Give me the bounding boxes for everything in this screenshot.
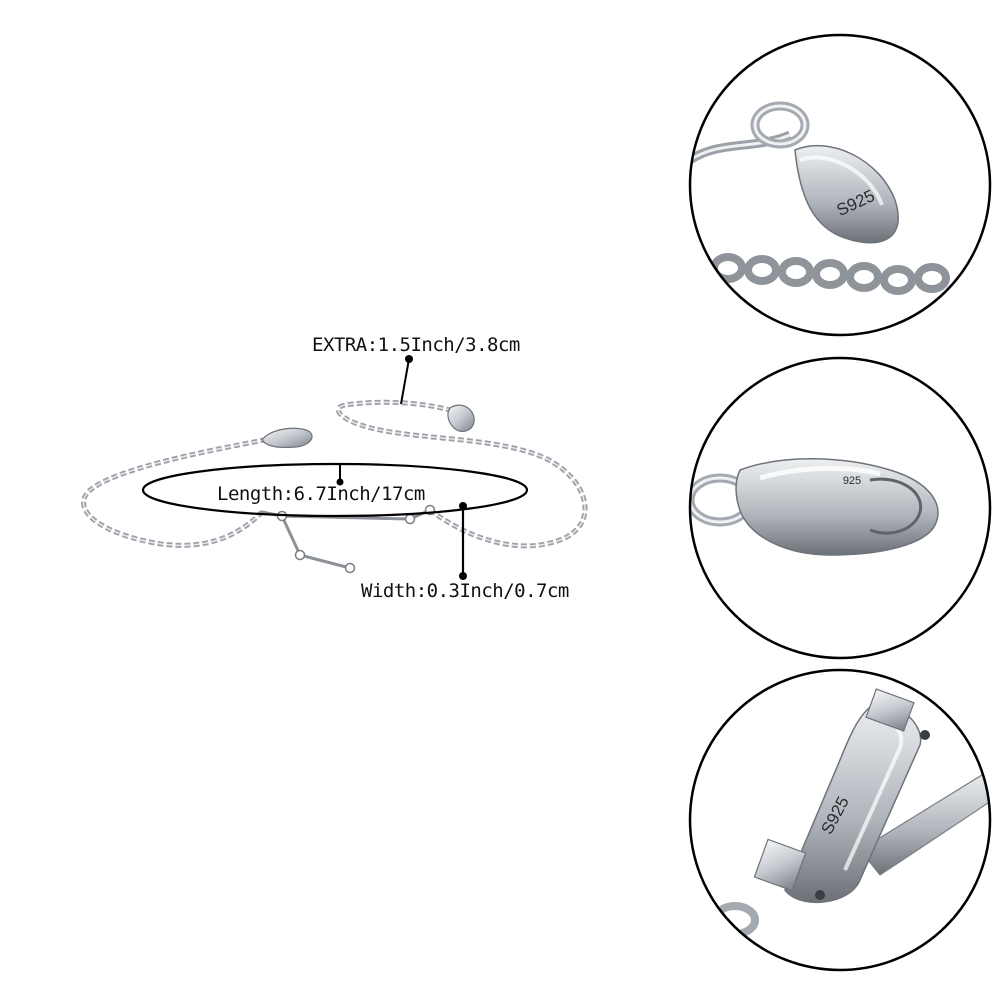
dimension-annotations bbox=[141, 355, 529, 580]
bracelet-clasp bbox=[261, 427, 313, 449]
detail-circle-tag: S925 bbox=[688, 33, 992, 337]
length-ellipse bbox=[141, 462, 529, 518]
extra-marker bbox=[405, 355, 413, 363]
length-marker bbox=[336, 478, 344, 486]
length-label: Length:6.7Inch/17cm bbox=[217, 483, 425, 505]
detail-circle-clasp: 925 bbox=[688, 356, 992, 660]
width-label: Width:0.3Inch/0.7cm bbox=[361, 580, 569, 602]
bracelet-tag bbox=[447, 404, 475, 432]
clasp-stamp-text: 925 bbox=[843, 475, 861, 487]
detail-circle-bar: S925 bbox=[688, 668, 992, 972]
width-marker-top bbox=[459, 502, 467, 510]
width-marker-bottom bbox=[459, 572, 467, 580]
extra-length-label: EXTRA:1.5Inch/3.8cm bbox=[312, 334, 520, 356]
